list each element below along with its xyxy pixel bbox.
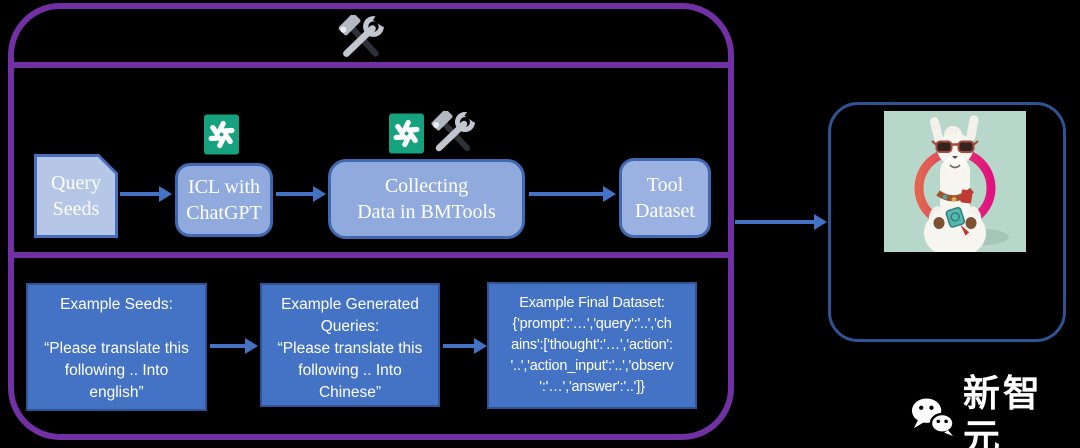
arrow-collecting-to-tooldataset <box>529 186 616 202</box>
example-seeds-text: Example Seeds: “Please translate this fo… <box>44 296 189 401</box>
node-icl-chatgpt-label: ICL with ChatGPT <box>186 176 262 224</box>
node-collecting-data: Collecting Data in BMTools <box>328 159 525 239</box>
watermark: 新智元 <box>910 372 1080 448</box>
node-query-seeds-label: Query Seeds <box>51 172 101 220</box>
node-collecting-data-label: Collecting Data in BMTools <box>357 175 496 223</box>
arrow-panel-to-llama <box>735 214 827 230</box>
arrow-queries-to-dataset <box>443 338 487 354</box>
node-tool-dataset-label: Tool Dataset <box>635 174 695 222</box>
arrow-queryseeds-to-icl <box>120 186 172 202</box>
hammer-wrench-icon <box>431 111 478 152</box>
chatgpt-icon <box>389 113 424 154</box>
hammer-wrench-icon <box>338 15 387 57</box>
node-query-seeds-fill <box>37 157 115 235</box>
example-final-dataset-box: Example Final Dataset: {'prompt':'…','qu… <box>487 282 697 409</box>
panel-divider-top <box>8 62 734 68</box>
example-generated-queries-box: Example Generated Queries: “Please trans… <box>260 283 440 407</box>
node-query-seeds: Query Seeds <box>34 154 118 238</box>
arrow-seeds-to-queries <box>210 338 258 354</box>
brand-text: 新智元 <box>962 373 1043 448</box>
arrow-icl-to-collecting <box>276 186 326 202</box>
node-icl-chatgpt: ICL with ChatGPT <box>175 163 273 237</box>
chatgpt-icon <box>204 114 239 155</box>
example-final-dataset-text: Example Final Dataset: {'prompt':'…','qu… <box>510 295 674 395</box>
panel-divider-bottom <box>8 252 734 258</box>
example-generated-queries-text: Example Generated Queries: “Please trans… <box>277 296 423 401</box>
llama-image <box>884 111 1026 252</box>
pipeline-panel <box>8 3 734 440</box>
example-seeds-box: Example Seeds: “Please translate this fo… <box>26 283 207 411</box>
toolllama-output-box <box>828 102 1066 342</box>
node-tool-dataset: Tool Dataset <box>619 158 711 238</box>
wechat-icon <box>911 397 955 436</box>
